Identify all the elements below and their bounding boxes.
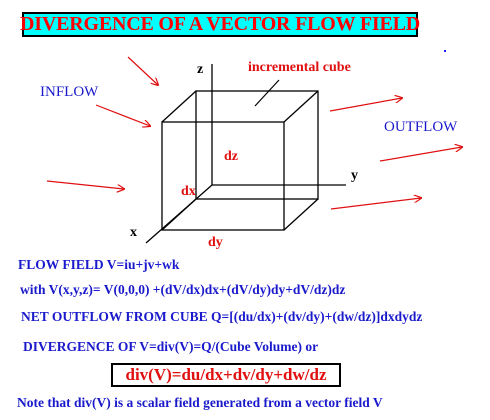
dx-label: dx	[181, 184, 196, 199]
cube-edge	[161, 90, 197, 123]
cube-edge	[161, 198, 197, 231]
cube-front-face	[161, 121, 285, 231]
flow-field-equation: FLOW FIELD V=iu+jv+wk	[18, 257, 180, 272]
divergence-definition: DIVERGENCE OF V=div(V)=Q/(Cube Volume) o…	[23, 339, 319, 354]
dy-label: dy	[208, 235, 223, 250]
inflow-label: INFLOW	[40, 84, 99, 100]
note-text: Note that div(V) is a scalar field gener…	[17, 395, 383, 410]
dz-label: dz	[224, 149, 238, 164]
net-outflow-equation: NET OUTFLOW FROM CUBE Q=[(du/dx)+(dv/dy)…	[21, 309, 423, 324]
taylor-expansion-equation: with V(x,y,z)= V(0,0,0) +(dV/dx)dx+(dV/d…	[20, 282, 346, 297]
inflow-arrow	[46, 180, 124, 189]
x-axis-label: x	[130, 225, 137, 240]
incremental-cube-label: incremental cube	[248, 60, 351, 75]
inflow-arrows	[46, 56, 158, 189]
outflow-label: OUTFLOW	[384, 119, 458, 135]
outflow-arrow	[329, 98, 402, 112]
cube-edge	[283, 198, 319, 231]
cube	[161, 90, 319, 231]
inflow-arrow	[127, 56, 158, 85]
page-title: DIVERGENCE OF A VECTOR FLOW FIELD	[20, 13, 420, 35]
title-box: DIVERGENCE OF A VECTOR FLOW FIELD	[20, 12, 420, 37]
inflow-arrow	[95, 104, 150, 126]
divergence-result-box: div(V)=du/dx+dv/dy+dw/dz	[111, 363, 341, 387]
cube-edge	[283, 90, 319, 123]
outflow-arrow	[330, 198, 421, 210]
outflow-arrow	[379, 147, 462, 162]
decorative-dot	[444, 50, 446, 52]
cube-back-face	[195, 90, 319, 200]
y-axis-label: y	[351, 168, 358, 183]
z-axis-label: z	[197, 62, 204, 77]
cube-pointer-line	[254, 79, 280, 107]
divergence-result: div(V)=du/dx+dv/dy+dw/dz	[125, 365, 327, 384]
outflow-arrows	[329, 98, 462, 210]
